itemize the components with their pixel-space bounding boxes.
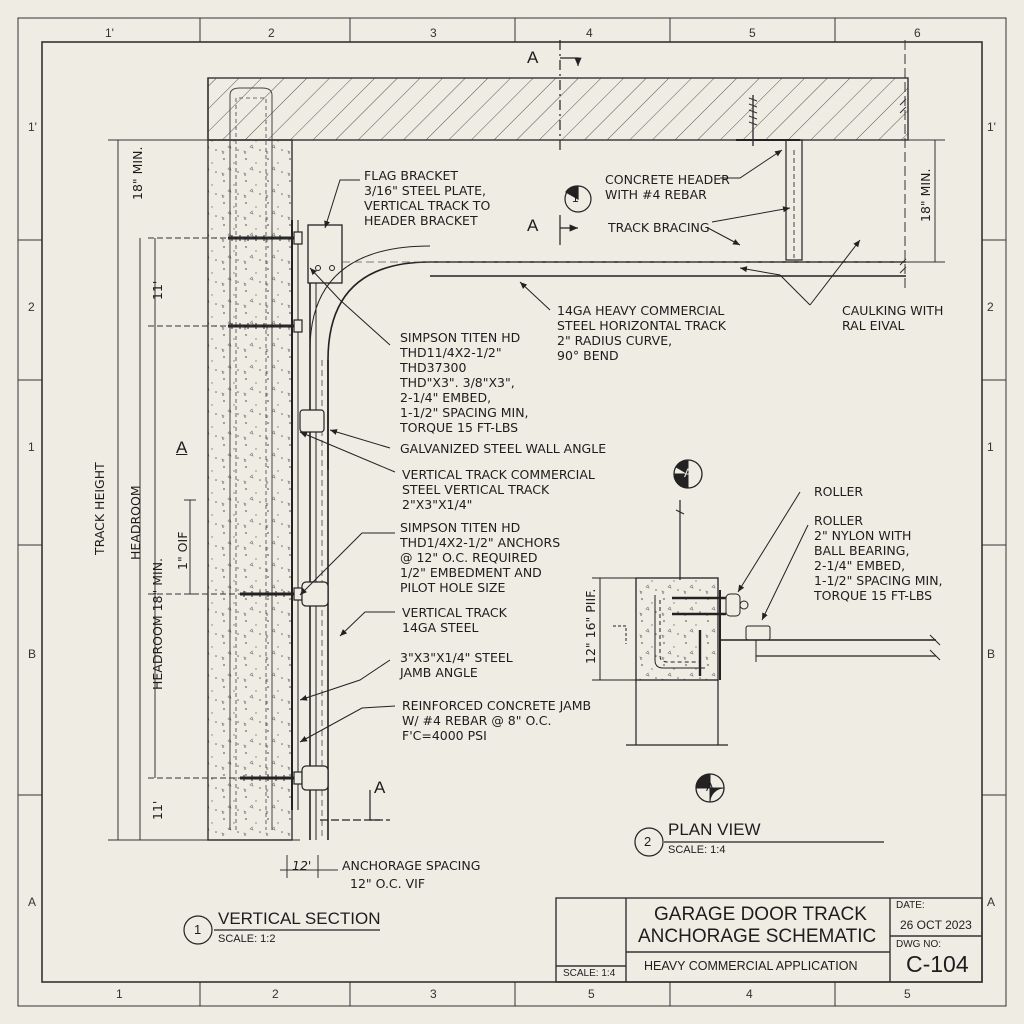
dim-oc-vif: 12" O.C. VIF bbox=[350, 876, 426, 891]
callout-anchor-top: SIMPSON TITEN HD THD11/4x2-1/2" THD37300… bbox=[400, 330, 529, 435]
dim-vif: 1" OIF bbox=[175, 531, 190, 570]
callout-wall-angle: GALVANIZED STEEL WALL ANGLE bbox=[400, 441, 607, 456]
callout-concrete-header: CONCRETE HEADER WITH #4 REBAR bbox=[605, 172, 730, 202]
view-scale-plan-view: SCALE: 1:4 bbox=[668, 844, 726, 856]
grid-label-right-1: 1' bbox=[987, 120, 996, 134]
view-number-vertical-section: 1 bbox=[194, 922, 202, 937]
dim-headroom-min: HEADROOM 18" MIN. bbox=[150, 557, 165, 690]
grid-label-bottom-5: 4 bbox=[746, 987, 753, 1001]
title-block-scale: SCALE: 1:4 bbox=[563, 968, 616, 979]
grid-label-top-4: 4 bbox=[586, 26, 593, 40]
grid-label-top-3: 3 bbox=[430, 26, 437, 40]
callout-caulking: CAULKING WITH RAL EIVAL bbox=[842, 303, 944, 333]
callout-anchor-mid: SIMPSON TITEN HD THD1/4x2-1/2" ANCHORS @… bbox=[400, 520, 561, 595]
grid-label-bottom-4: 5 bbox=[588, 987, 595, 1001]
grid-label-right-4: B bbox=[987, 647, 996, 661]
dim-headroom: HEADROOM bbox=[128, 485, 143, 560]
grid-label-top-1: 1' bbox=[105, 26, 114, 40]
title-block-title-line1: GARAGE DOOR TRACK bbox=[654, 904, 867, 925]
title-block-title-line2: ANCHORAGE SCHEMATIC bbox=[638, 926, 877, 947]
section-mark-a-left: A bbox=[176, 438, 188, 457]
section-mark-a-plan-top: A bbox=[684, 466, 693, 480]
grid-label-bottom-3: 3 bbox=[430, 987, 437, 1001]
grid-label-left-5: A bbox=[28, 895, 37, 909]
callout-track-bracing: TRACK BRACING bbox=[608, 220, 710, 235]
grid-label-left-4: B bbox=[28, 647, 37, 661]
dim-spacing-12: 12' bbox=[292, 858, 312, 873]
title-block-dwg-label: DWG NO: bbox=[896, 939, 941, 950]
plan-view-drawing bbox=[592, 459, 941, 803]
dim-anchorage-spacing: ANCHORAGE SPACING bbox=[342, 858, 481, 873]
grid-label-right-5: A bbox=[987, 895, 996, 909]
concrete-header-slab bbox=[207, 77, 909, 141]
callout-horizontal-track: 14GA HEAVY COMMERCIAL STEEL HORIZONTAL T… bbox=[557, 303, 726, 363]
title-block-date-label: DATE: bbox=[896, 900, 925, 911]
section-mark-a-bottom: A bbox=[374, 778, 386, 797]
callout-roller-2: ROLLER 2" NYLON WITH BALL BEARING, 2-1/4… bbox=[814, 513, 943, 603]
grid-label-left-1: 1' bbox=[28, 120, 37, 134]
callout-flag-bracket: FLAG BRACKET 3/16" STEEL PLATE, VERTICAL… bbox=[364, 168, 491, 228]
dim-11-top: 11' bbox=[150, 280, 165, 300]
view-number-plan-view: 2 bbox=[644, 834, 652, 849]
grid-label-right-3: 1 bbox=[987, 440, 994, 454]
dim-11-bottom: 11' bbox=[150, 800, 165, 820]
callout-vertical-track-commercial: VERTICAL TRACK COMMERCIAL STEEL VERTICAL… bbox=[402, 467, 595, 512]
callout-jamb-angle: 3"x3"x1/4" STEEL JAMB ANGLE bbox=[400, 650, 513, 680]
dim-plan: 12" 16" PIIF. bbox=[583, 588, 598, 664]
section-mark-a-plan-bottom: A bbox=[706, 780, 715, 794]
detail-number-1: 1 bbox=[572, 191, 579, 205]
callout-vertical-track: VERTICAL TRACK 14GA STEEL bbox=[402, 605, 507, 635]
view-scale-vertical-section: SCALE: 1:2 bbox=[218, 933, 276, 945]
grid-label-bottom-1: 1 bbox=[116, 987, 123, 1001]
view-title-plan-view: PLAN VIEW bbox=[668, 820, 761, 839]
concrete-jamb bbox=[207, 78, 293, 841]
callout-roller-1: ROLLER bbox=[814, 484, 864, 499]
grid-label-top-6: 6 bbox=[914, 26, 921, 40]
grid-label-left-3: 1 bbox=[28, 440, 35, 454]
title-block-date: 26 OCT 2023 bbox=[900, 918, 972, 932]
dim-track-height: TRACK HEIGHT bbox=[92, 462, 107, 555]
grid-label-top-2: 2 bbox=[268, 26, 275, 40]
title-block-dwg-number: C-104 bbox=[906, 951, 969, 977]
vertical-section-drawing bbox=[108, 40, 945, 878]
section-mark-a-mid: A bbox=[527, 216, 539, 235]
view-title-vertical-section: VERTICAL SECTION bbox=[218, 909, 381, 928]
grid-label-right-2: 2 bbox=[987, 300, 994, 314]
view-titles-lines bbox=[183, 827, 884, 945]
grid-label-left-2: 2 bbox=[28, 300, 35, 314]
title-block-subtitle: HEAVY COMMERCIAL APPLICATION bbox=[644, 959, 858, 973]
horizontal-track-curve bbox=[327, 261, 906, 470]
grid-label-bottom-2: 2 bbox=[272, 987, 279, 1001]
grid-label-bottom-6: 5 bbox=[904, 987, 911, 1001]
callout-reinforced-jamb: REINFORCED CONCRETE JAMB w/ #4 REBAR @ 8… bbox=[402, 698, 592, 743]
dim-18-min-left: 18" MIN. bbox=[130, 146, 145, 200]
sheet-border bbox=[17, 17, 1007, 1007]
section-mark-a-top: A bbox=[527, 48, 539, 67]
grid-label-top-5: 5 bbox=[749, 26, 756, 40]
title-block-frame bbox=[555, 897, 983, 983]
dim-18-min-right: 18" MIN. bbox=[918, 168, 933, 222]
